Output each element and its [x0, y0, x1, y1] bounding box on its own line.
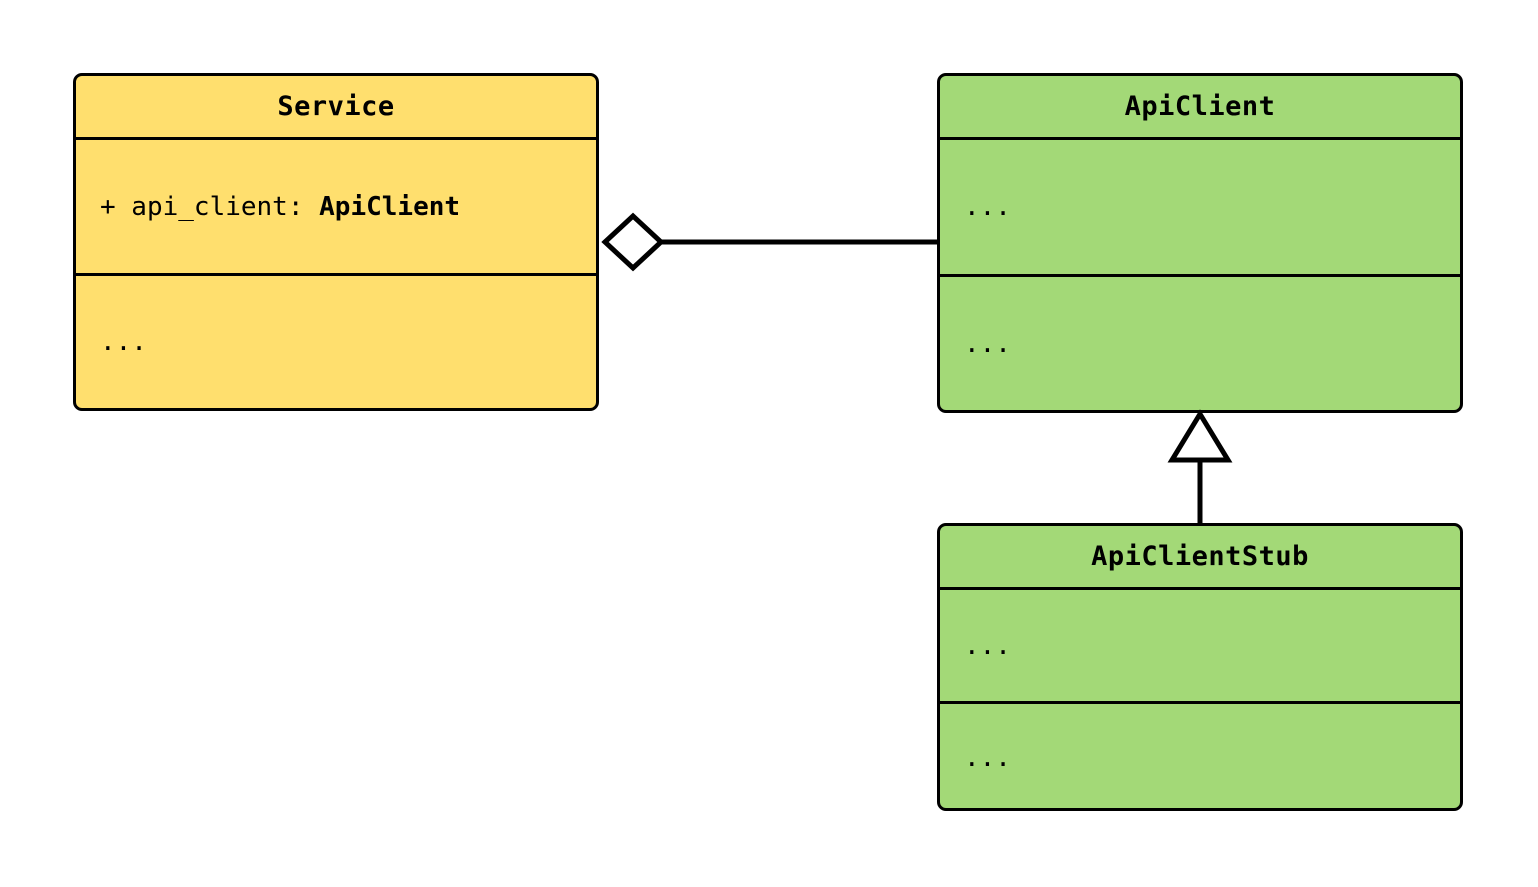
relationship-generalization-apiclientstub-apiclient[interactable]: [1167, 409, 1233, 523]
class-name-service: Service: [76, 76, 596, 140]
class-attributes-apiclient: ...: [940, 140, 1460, 277]
class-methods-apiclient: ...: [964, 328, 1011, 359]
class-name-apiclient: ApiClient: [940, 76, 1460, 140]
class-box-apiclient[interactable]: ApiClient ... ...: [937, 73, 1463, 413]
hollow-triangle-icon: [1167, 409, 1233, 463]
attribute-prefix-service: + api_client:: [100, 191, 320, 222]
class-attributes-service: + api_client: ApiClient: [76, 140, 596, 276]
class-box-apiclientstub[interactable]: ApiClientStub ... ...: [937, 523, 1463, 811]
attribute-type-service: ApiClient: [319, 191, 461, 222]
class-name-apiclientstub: ApiClientStub: [940, 526, 1460, 590]
class-methods-service: ...: [100, 327, 147, 357]
class-box-service[interactable]: Service + api_client: ApiClient ...: [73, 73, 599, 411]
class-methods-apiclientstub: ...: [964, 742, 1011, 773]
class-attributes-apiclientstub: ...: [940, 590, 1460, 704]
hollow-diamond-icon: [601, 212, 665, 272]
relationship-aggregation-service-apiclient[interactable]: [601, 212, 937, 272]
